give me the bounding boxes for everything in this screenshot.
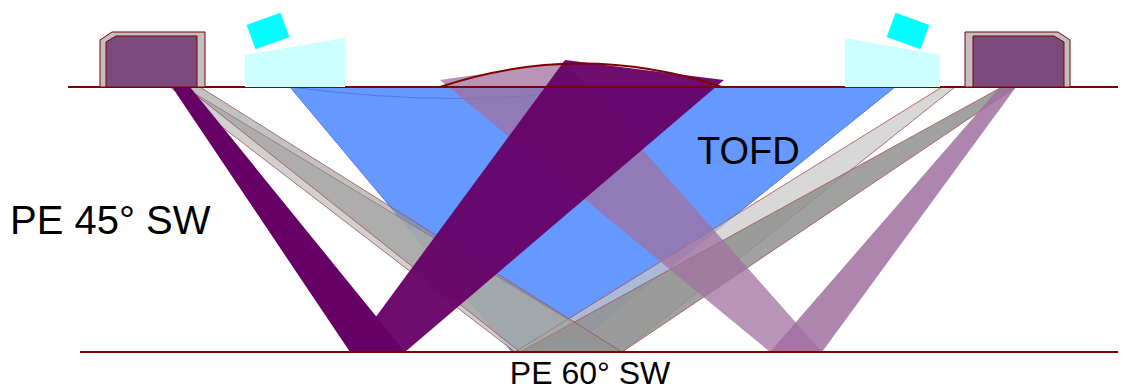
bottom-surface xyxy=(80,351,1118,353)
beam-label: TOFD xyxy=(697,132,800,170)
tofd-probe-left xyxy=(245,13,345,87)
pe45-reflection-left xyxy=(350,60,724,352)
pe-probe-left xyxy=(100,32,205,87)
top-surface xyxy=(68,86,1118,88)
pe-probe-right xyxy=(965,32,1070,87)
beam-label: PE 45° SW xyxy=(10,200,211,240)
tofd-probe-right xyxy=(845,13,940,87)
beam-label: PE 60° SW xyxy=(510,357,670,389)
weld-cap xyxy=(440,64,722,88)
pe45-beam-right xyxy=(770,87,1016,352)
